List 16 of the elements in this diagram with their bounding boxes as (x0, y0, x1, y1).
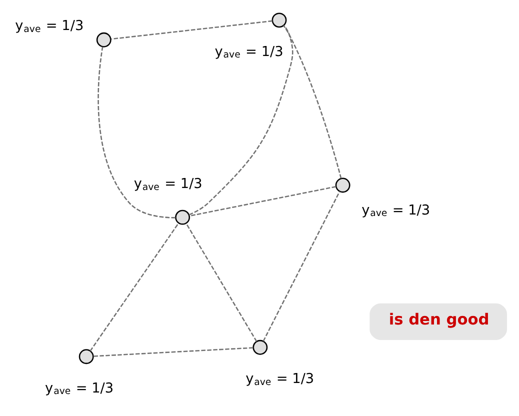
connector (188, 186, 336, 217)
node-circle (252, 340, 268, 355)
connector (92, 347, 253, 357)
node-circle (78, 349, 94, 364)
node-circle (174, 210, 190, 225)
node-box: is den good (369, 303, 507, 340)
connector (89, 222, 179, 352)
connector (185, 222, 257, 342)
node-circle (271, 12, 286, 28)
connector (188, 24, 293, 216)
connector (97, 46, 175, 218)
connector (282, 25, 342, 179)
node-circle (334, 178, 350, 193)
connector (262, 191, 340, 342)
node-circle (96, 32, 111, 48)
connector (110, 20, 272, 40)
